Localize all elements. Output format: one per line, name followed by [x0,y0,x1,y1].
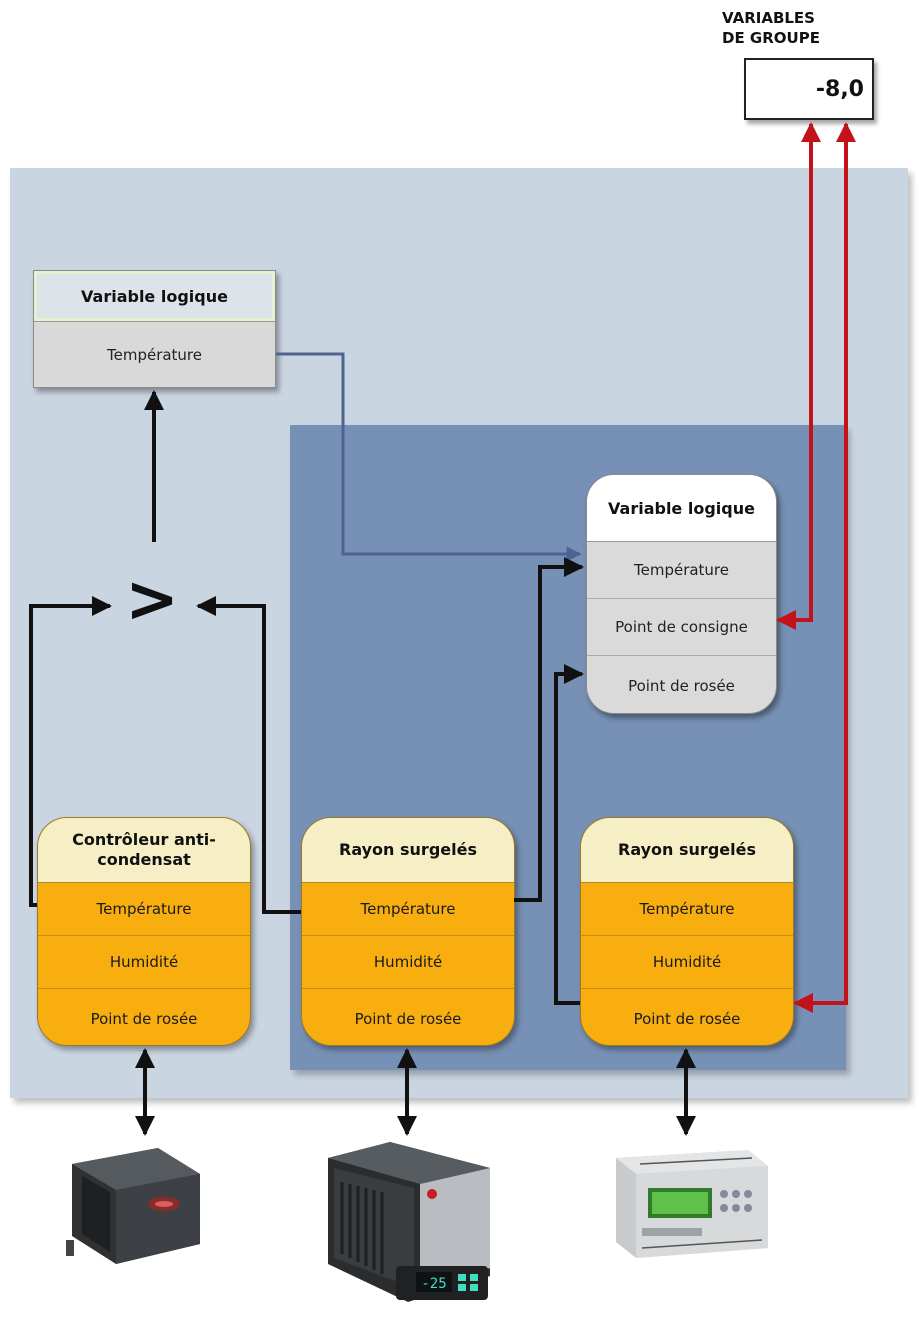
arrow-anticond-temp-to-compare [29,596,112,907]
arrow-aisle-temp-to-compare [196,596,301,914]
arrow-logic-temp-to-round [276,352,582,562]
device-card-title: Contrôleur anti-condensat [38,818,250,883]
device-card-title-line1: Contrôleur anti- [72,830,216,849]
group-variables-title-line1: VARIABLES [722,9,815,27]
logic-variable-round-setpoint: Point de consigne [587,599,776,656]
arrow-aisle2-dew-to-round [554,664,584,1005]
device-card-frozen-aisle-2: Rayon surgelés Température Humidité Poin… [580,817,794,1046]
arrow-aisle1-temp-to-round [514,557,584,902]
frozen-aisle-controller-image: -25 [328,1142,490,1302]
logic-variable-round-title: Variable logique [587,475,776,542]
device-field-dewpoint: Point de rosée [354,1010,462,1028]
device-card-title-line2: condensat [97,850,191,869]
pco-controller-image [616,1150,768,1258]
device-field-humidity: Humidité [302,936,514,989]
device-field-temperature: Température [581,883,793,936]
logic-variable-top: Variable logique Température [33,270,276,388]
device-card-title: Rayon surgelés [302,818,514,883]
logic-variable-top-temperature: Température [34,321,275,388]
compare-symbol: > [125,563,179,637]
logic-variable-round-dewpoint: Point de rosée [628,677,735,695]
anti-condensate-controller-image [66,1148,200,1264]
arrow-group-to-aisle2-dewpoint [793,122,856,1013]
group-variable-value-box: -8,0 [744,58,874,120]
arrow-group-to-setpoint [776,122,821,630]
logic-variable-round-temperature: Température [587,542,776,599]
device-field-dewpoint: Point de rosée [90,1010,198,1028]
device-card-anti-condensate: Contrôleur anti-condensat Température Hu… [37,817,251,1046]
device-card-frozen-aisle-1: Rayon surgelés Température Humidité Poin… [301,817,515,1046]
device-field-dewpoint: Point de rosée [633,1010,741,1028]
device-field-humidity: Humidité [581,936,793,989]
device-display-readout: -25 [421,1276,446,1292]
device-field-temperature: Température [38,883,250,936]
group-variables-title: VARIABLES DE GROUPE [722,8,882,48]
group-variable-value: -8,0 [815,76,864,102]
device-field-temperature: Température [302,883,514,936]
device-field-humidity: Humidité [38,936,250,989]
group-variables-title-line2: DE GROUPE [722,29,820,47]
device-card-title: Rayon surgelés [581,818,793,883]
logic-variable-top-title: Variable logique [34,271,275,321]
logic-variable-round: Variable logique Température Point de co… [586,474,777,714]
